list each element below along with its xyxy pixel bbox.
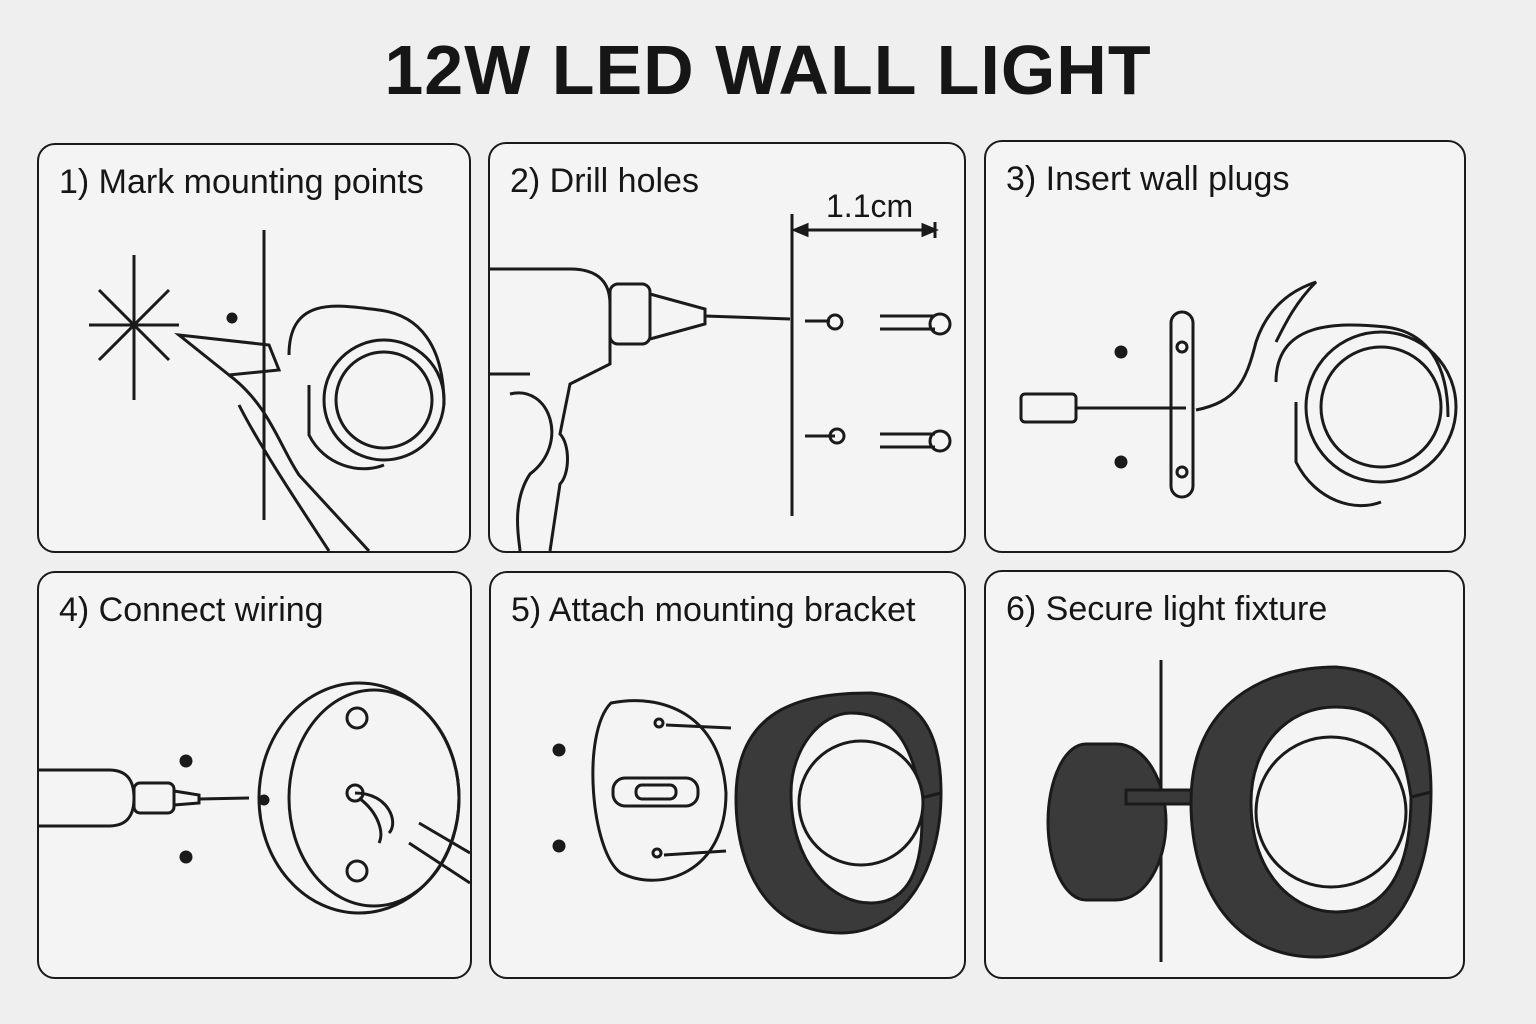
secure-fixture-illustration (1046, 660, 1433, 962)
step-2-label: 2) Drill holes (510, 162, 699, 200)
page-title: 12W LED WALL LIGHT (384, 31, 1152, 109)
screwdriver-icon (1019, 392, 1186, 424)
screwdriver-icon (39, 768, 250, 828)
step-2-panel: 2) Drill holes 1.1cm (488, 142, 966, 553)
connect-wiring-illustration (39, 681, 470, 915)
mounting-plate-icon (1169, 310, 1195, 499)
wall-light-icon (287, 304, 446, 471)
pliers-icon (408, 821, 470, 885)
step-1-panel: 1) Mark mounting points (37, 143, 471, 553)
mark-cross-icon (89, 255, 179, 400)
step-3-label: 3) Insert wall plugs (1006, 160, 1290, 198)
step-4-label: 4) Connect wiring (59, 591, 324, 629)
bracket-plate-icon (591, 699, 728, 882)
step-5-label: 5) Attach mounting bracket (511, 591, 916, 629)
step-5-panel: 5) Attach mounting bracket (489, 571, 966, 979)
step-6-label: 6) Secure light fixture (1006, 590, 1328, 628)
wall-light-icon (734, 691, 943, 935)
wall-light-icon (1274, 323, 1458, 508)
step-6-panel: 6) Secure light fixture (984, 570, 1465, 979)
base-plate-icon (257, 681, 461, 915)
screw-icon (651, 717, 732, 859)
base-cap-icon (1046, 742, 1168, 902)
attach-bracket-illustration (552, 691, 943, 935)
drill-icon (490, 267, 791, 551)
screw-icon (805, 312, 952, 453)
drill-holes-illustration (490, 214, 952, 551)
mark-mounting-illustration (89, 230, 446, 551)
insert-plugs-illustration (1019, 280, 1458, 508)
hole-spacing-dimension: 1.1cm (826, 188, 914, 224)
step-4-panel: 4) Connect wiring (37, 571, 472, 979)
wall-light-icon (1189, 665, 1433, 959)
step-3-panel: 3) Insert wall plugs (984, 140, 1466, 553)
step-1-label: 1) Mark mounting points (59, 163, 424, 201)
